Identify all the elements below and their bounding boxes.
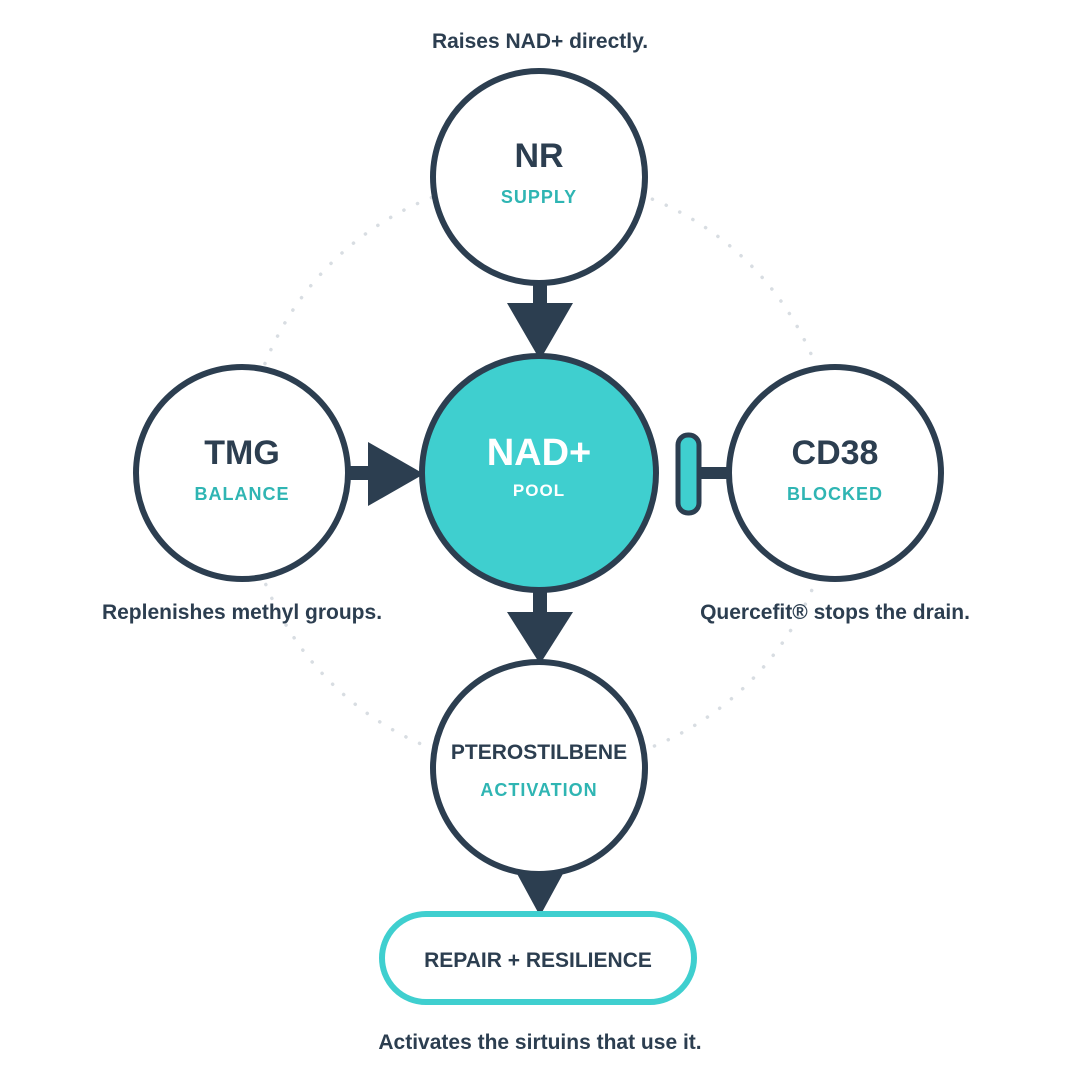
arrowhead-pool-to-pterostilbene	[507, 612, 573, 664]
node-cd38-circle	[726, 364, 944, 582]
node-nr-circle	[430, 68, 648, 286]
node-pterostilbene-circle	[430, 659, 648, 877]
node-nr-subtitle: SUPPLY	[500, 187, 578, 207]
caption-pterostilbene: Activates the sirtuins that use it.	[378, 1031, 702, 1054]
node-tmg-title: TMG	[204, 434, 280, 472]
node-nad-pool-circle	[419, 353, 659, 593]
node-pterostilbene-subtitle: ACTIVATION	[480, 780, 598, 800]
node-tmg-circle	[133, 364, 351, 582]
connector-pool-to-pterostilbene	[533, 590, 547, 616]
node-nr-title: NR	[514, 137, 564, 175]
outcome-pill	[379, 911, 697, 1005]
caption-cd38: Quercefit® stops the drain.	[700, 601, 970, 624]
arrowhead-pterostilbene-to-outcome	[515, 870, 565, 916]
node-tmg-subtitle: BALANCE	[194, 484, 290, 504]
caption-nr: Raises NAD+ directly.	[431, 30, 649, 53]
connector-tmg-to-pool	[348, 466, 372, 480]
connector-nr-to-pool	[533, 283, 547, 307]
node-pterostilbene-title: PTEROSTILBENE	[450, 741, 628, 764]
arrowhead-tmg-to-pool	[368, 442, 424, 506]
node-nad-pool-title: NAD+	[486, 432, 592, 474]
node-cd38-title: CD38	[791, 434, 879, 472]
caption-tmg: Replenishes methyl groups.	[101, 601, 383, 624]
outcome-label: REPAIR + RESILIENCE	[424, 949, 652, 972]
inhibition-bar-icon	[675, 432, 702, 516]
connector-cd38-inhibit	[694, 467, 730, 479]
node-nad-pool-subtitle: POOL	[512, 481, 566, 500]
arrowhead-nr-to-pool	[507, 303, 573, 360]
node-cd38-subtitle: BLOCKED	[787, 484, 883, 504]
